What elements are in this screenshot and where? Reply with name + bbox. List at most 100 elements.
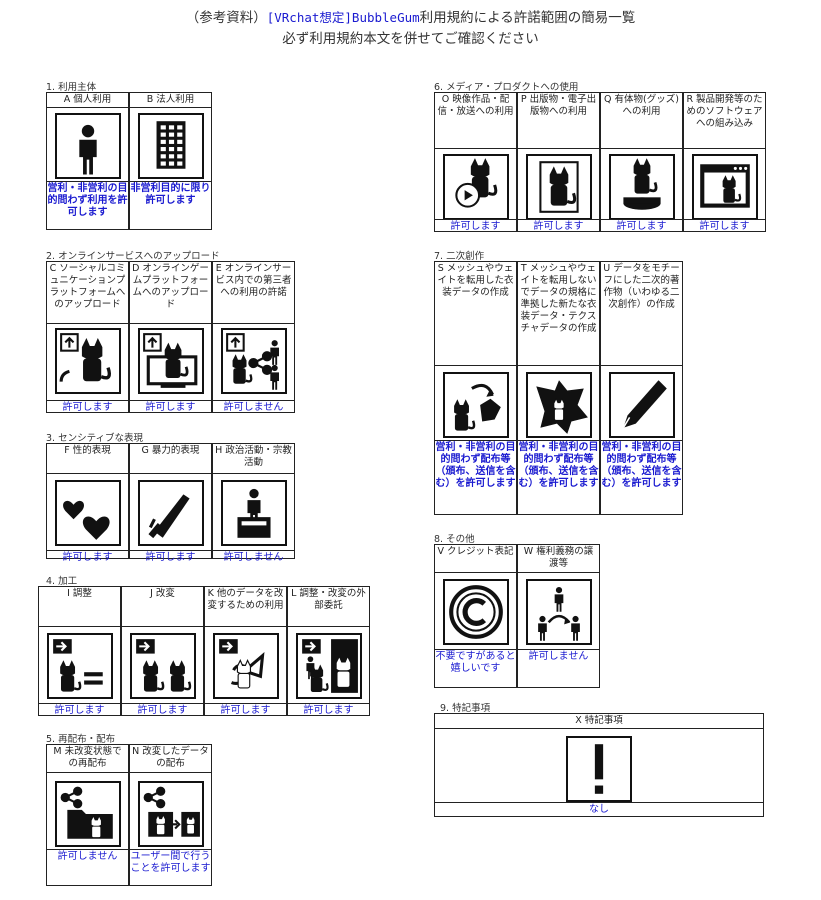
page-title: （参考資料）[VRchat想定]BubbleGum利用規約による許諾範囲の簡易一… <box>0 6 821 26</box>
card-verdict: 許可します <box>122 703 203 716</box>
card-verdict: なし <box>435 802 763 816</box>
publication-icon <box>525 154 592 220</box>
license-card: M 未改変状態での再配布 許可しません <box>46 744 129 886</box>
license-card: A 個人利用 営利・非営利の目的問わず利用を許可します <box>46 92 129 230</box>
building-icon <box>137 113 204 179</box>
license-card: P 出版物・電子出版物への利用 許可します <box>517 92 600 232</box>
software-icon <box>691 154 758 220</box>
card-title: D オンラインゲームプラットフォームへのアップロード <box>130 262 211 324</box>
card-title: W 権利義務の譲渡等 <box>518 545 599 573</box>
exclamation-icon <box>566 736 632 802</box>
outsourcing-icon <box>295 633 362 699</box>
section-label: 3. センシティブな表現 <box>46 433 144 444</box>
distribute-modified-icon <box>137 781 204 847</box>
license-card: K 他のデータを改変するための利用 許可します <box>204 586 287 716</box>
card-title: K 他のデータを改変するための利用 <box>205 587 286 627</box>
card-verdict: 営利・非営利の目的問わず配布等（頒布、送信を含む）を許可します <box>601 440 682 514</box>
card-title: L 調整・改変の外部委託 <box>288 587 369 627</box>
license-card: E オンラインサービス内での第三者への利用の許諾 許可しません <box>212 261 295 413</box>
card-verdict: 不要ですがあると嬉しいです <box>435 649 516 687</box>
card-title: G 暴力的表現 <box>130 444 211 474</box>
card-title: N 改変したデータの配布 <box>130 745 211 773</box>
license-card: L 調整・改変の外部委託 許可します <box>287 586 370 716</box>
card-title: M 未改変状態での再配布 <box>47 745 128 773</box>
license-card: J 改変 許可します <box>121 586 204 716</box>
card-verdict: 許可します <box>47 400 128 413</box>
card-verdict: 非営利目的に限り許可します <box>130 181 211 229</box>
card-verdict: 許可します <box>205 703 286 716</box>
section-label: 9. 特記事項 <box>440 703 491 714</box>
card-verdict: 許可しません <box>213 400 294 413</box>
license-card: O 映像作品・配信・放送への利用 許可します <box>434 92 517 232</box>
page-subtitle: 必ず利用規約本文を併せてご確認ください <box>282 31 539 47</box>
license-card: I 調整 許可します <box>38 586 121 716</box>
card-title: E オンラインサービス内での第三者への利用の許諾 <box>213 262 294 324</box>
card-title: J 改変 <box>122 587 203 627</box>
card-verdict: 許可します <box>130 550 211 563</box>
card-verdict: 許可しません <box>213 550 294 563</box>
license-card: C ソーシャルコミュニケーションプラットフォームへのアップロード 許可します <box>46 261 129 413</box>
section-label: 2. オンラインサービスへのアップロード <box>46 251 220 262</box>
title-product: [VRchat想定]BubbleGum <box>266 10 420 25</box>
license-card: V クレジット表記不要ですがあると嬉しいです <box>434 544 517 688</box>
mesh-transfer-icon <box>442 372 509 438</box>
license-card: R 製品開発等のためのソフトウェアへの組み込み 許可します <box>683 92 766 232</box>
card-title: A 個人利用 <box>47 93 128 108</box>
license-card: G 暴力的表現許可します <box>129 443 212 563</box>
card-title: T メッシュやウェイトを転用しないでデータの規格に準拠した新たな衣装データ・テク… <box>518 262 599 366</box>
other-data-icon <box>212 633 279 699</box>
section-label: 5. 再配布・配布 <box>46 734 116 745</box>
license-card: S メッシュやウェイトを転用した衣装データの作成 営利・非営利の目的問わず配布等… <box>434 261 517 515</box>
card-verdict: 許可しません <box>47 849 128 885</box>
card-verdict: 許可しません <box>518 649 599 687</box>
license-card: U データをモチーフにした二次的著作物（いわゆる二次創作）の作成営利・非営利の目… <box>600 261 683 515</box>
card-verdict: 許可します <box>518 219 599 232</box>
license-card: H 政治活動・宗教活動 許可しません <box>212 443 295 563</box>
person-icon <box>54 113 121 179</box>
card-verdict: ユーザー間で行うことを許可します <box>130 849 211 885</box>
license-card: N 改変したデータの配布 ユーザー間で行うことを許可します <box>129 744 212 886</box>
section-label: 4. 加工 <box>46 576 78 587</box>
upload-game-icon <box>137 328 204 394</box>
title-prefix: （参考資料） <box>185 10 267 26</box>
card-title: S メッシュやウェイトを転用した衣装データの作成 <box>435 262 516 366</box>
title-suffix: 利用規約による許諾範囲の簡易一覧 <box>419 10 636 26</box>
license-card: W 権利義務の譲渡等 許可しません <box>517 544 600 688</box>
section-label: 8. その他 <box>434 534 475 545</box>
license-card: T メッシュやウェイトを転用しないでデータの規格に準拠した新たな衣装データ・テク… <box>517 261 600 515</box>
hearts-icon <box>54 480 121 546</box>
adjust-icon <box>46 633 113 699</box>
section-label: 6. メディア・プロダクトへの使用 <box>434 82 579 93</box>
card-verdict: 許可します <box>39 703 120 716</box>
card-verdict: 許可します <box>601 219 682 232</box>
card-title: U データをモチーフにした二次的著作物（いわゆる二次創作）の作成 <box>601 262 682 366</box>
share-third-party-icon <box>220 328 287 394</box>
card-verdict: 営利・非営利の目的問わず配布等（頒布、送信を含む）を許可します <box>518 440 599 514</box>
video-icon <box>442 154 509 220</box>
podium-icon <box>220 480 287 546</box>
license-card: B 法人利用 非営利目的に限り許可します <box>129 92 212 230</box>
section-label: 7. 二次創作 <box>434 251 485 262</box>
card-verdict: 許可します <box>435 219 516 232</box>
section-label: 1. 利用主体 <box>46 82 97 93</box>
license-card: X 特記事項なし <box>434 713 764 817</box>
pen-icon <box>608 372 675 438</box>
card-title: X 特記事項 <box>435 714 763 729</box>
copyright-icon <box>442 579 509 645</box>
card-title: Q 有体物(グッズ)への利用 <box>601 93 682 149</box>
upload-social-icon <box>54 328 121 394</box>
transfer-rights-icon <box>525 579 592 645</box>
goods-icon <box>608 154 675 220</box>
card-verdict: 許可します <box>288 703 369 716</box>
card-title: O 映像作品・配信・放送への利用 <box>435 93 516 149</box>
card-title: C ソーシャルコミュニケーションプラットフォームへのアップロード <box>47 262 128 324</box>
card-verdict: 許可します <box>130 400 211 413</box>
card-verdict: 営利・非営利の目的問わず利用を許可します <box>47 181 128 229</box>
card-title: P 出版物・電子出版物への利用 <box>518 93 599 149</box>
card-verdict: 許可します <box>47 550 128 563</box>
license-card: F 性的表現許可します <box>46 443 129 563</box>
new-costume-icon <box>525 372 592 438</box>
card-title: I 調整 <box>39 587 120 627</box>
knife-icon <box>137 480 204 546</box>
card-title: H 政治活動・宗教活動 <box>213 444 294 474</box>
